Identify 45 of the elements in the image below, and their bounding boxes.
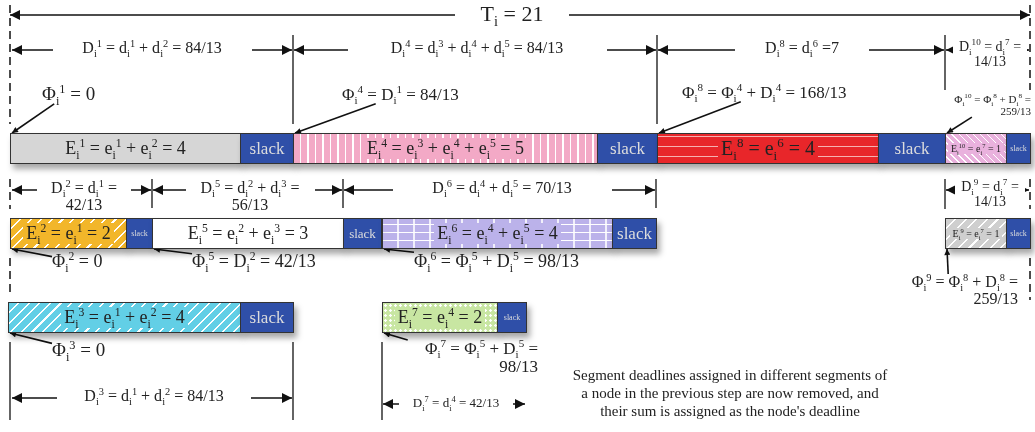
task-bar: E$_{i}$$^{10}$ = e$_{i}$$^{7}$ = 1 — [945, 133, 1007, 164]
slack-bar: slack — [597, 133, 658, 164]
task-bar: E$_{i}$$^{3}$ = e$_{i}$$^{1}$ + e$_{i}$$^{2}$ = 4 — [8, 302, 241, 333]
formula-label: Φ$_{i}$$^{2}$ = 0 — [52, 252, 103, 271]
slack-bar: slack — [343, 218, 382, 249]
formula-label: Φ$_{i}$$^{5}$ = D$_{i}$$^{2}$ = 42/13 — [192, 252, 316, 271]
dimension-label: D$_{i}$$^{3}$ = d$_{i}$$^{1}$ + d$_{i}$$^{2}$ = 84/13 — [57, 388, 251, 405]
formula-label: Φ$_{i}$$^{1}$ = 0 — [42, 84, 96, 104]
task-bar: E$_{i}$$^{5}$ = e$_{i}$$^{2}$ + e$_{i}$$^{3}$ = 3 — [152, 218, 344, 249]
leader-arrow — [944, 248, 951, 275]
slack-bar: slack — [240, 302, 294, 333]
dimension-label: D$_{i}$$^{7}$ = d$_{i}$$^{4}$ = 42/13 — [399, 396, 513, 410]
leader-arrow — [946, 116, 973, 134]
formula-label: Φ$_{i}$$^{3}$ = 0 — [52, 340, 106, 360]
task-bar: E$_{i}$$^{8}$ = e$_{i}$$^{6}$ = 4 — [657, 133, 879, 164]
slack-bar: slack — [126, 218, 153, 249]
formula-label: Φ$_{i}$$^{8}$ = Φ$_{i}$$^{4}$ + D$_{i}$$^{4}$ = 168/13 — [682, 84, 847, 102]
formula-label: Φ$_{i}$$^{4}$ = D$_{i}$$^{1}$ = 84/13 — [342, 86, 459, 104]
task-bar: E$_{i}$$^{1}$ = e$_{i}$$^{1}$ + e$_{i}$$^{2}$ = 4 — [10, 133, 241, 164]
leader-arrow — [11, 247, 53, 258]
formula-label: Φ$_{i}$$^{9}$ = Φ$_{i}$$^{8}$ + D$_{i}$$^{8}$ = 259/13 — [880, 274, 1018, 308]
dimension-label: D$_{i}$$^{4}$ = d$_{i}$$^{3}$ + d$_{i}$$^{4}$ + d$_{i}$$^{5}$ = 84/13 — [347, 40, 607, 57]
slack-bar: slack — [1006, 133, 1031, 164]
slack-bar: slack — [1006, 218, 1031, 249]
dimension-label: D$_{i}$$^{1}$ = d$_{i}$$^{1}$ + d$_{i}$$^{2}$ = 84/13 — [52, 40, 252, 57]
leader-arrow — [9, 331, 53, 345]
leader-arrow — [658, 101, 742, 134]
formula-label: Φ$_{i}$$^{7}$ = Φ$_{i}$$^{5}$ + D$_{i}$$^{5}$ = 98/13 — [398, 340, 538, 376]
task-bar: E$_{i}$$^{9}$ = e$_{i}$$^{7}$ = 1 — [945, 218, 1007, 249]
leader-arrow — [383, 331, 409, 341]
formula-label: Φ$_{i}$$^{10}$ = Φ$_{i}$$^{8}$ + D$_{i}$$^{8}$ = 259/13 — [949, 94, 1031, 118]
task-bar: E$_{i}$$^{6}$ = e$_{i}$$^{4}$ + e$_{i}$$^{5}$ = 4 — [382, 218, 613, 249]
leader-arrow — [11, 103, 55, 134]
dimension-label: D$_{i}$$^{8}$ = d$_{i}$$^{6}$ =7 — [735, 40, 869, 57]
leader-arrow — [294, 103, 377, 134]
slack-bar: slack — [878, 133, 946, 164]
note-text: Segment deadlines assigned in different segments of a node in the previous step are now removed, and their sum is assigned as the node's deadline — [571, 366, 889, 420]
slack-bar: slack — [612, 218, 657, 249]
task-bar: E$_{i}$$^{2}$ = e$_{i}$$^{1}$ = 2 — [10, 218, 127, 249]
slack-bar: slack — [497, 302, 527, 333]
slack-bar: slack — [240, 133, 294, 164]
task-bar: E$_{i}$$^{4}$ = e$_{i}$$^{3}$ + e$_{i}$$^{4}$ + e$_{i}$$^{5}$ = 5 — [293, 133, 598, 164]
formula-label: Φ$_{i}$$^{6}$ = Φ$_{i}$$^{5}$ + D$_{i}$$^{5}$ = 98/13 — [414, 252, 580, 271]
task-bar: E$_{i}$$^{7}$ = e$_{i}$$^{4}$ = 2 — [382, 302, 498, 333]
dimension-label: D$_{i}$$^{6}$ = d$_{i}$$^{4}$ + d$_{i}$$^{5}$ = 70/13 — [392, 180, 612, 197]
